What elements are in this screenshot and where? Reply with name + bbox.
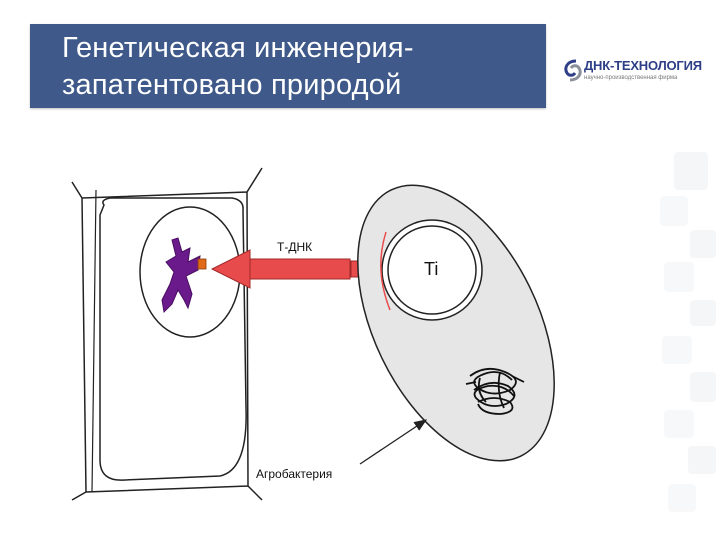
plant-cell-inner-membrane	[99, 197, 247, 481]
agrobacterium	[357, 184, 555, 462]
tdna-arc	[380, 231, 391, 311]
logo-subtitle: научно-производственная фирма	[584, 75, 678, 81]
bacterium-pointer-arrow	[359, 419, 428, 465]
agrobacterium-label: Агробактерия	[256, 467, 333, 481]
ti-plasmid-label: Ti	[424, 259, 439, 279]
background-decoration	[660, 152, 716, 512]
logo-name: ДНК-ТЕХНОЛОГИЯ	[584, 58, 702, 73]
company-logo: ДНК-ТЕХНОЛОГИЯ научно-производственная ф…	[562, 54, 712, 94]
plant-cell-outer-wall	[71, 167, 263, 501]
title-line-2: запатентовано природой	[62, 69, 402, 101]
ti-plasmid	[380, 219, 483, 321]
plant-cell-outer-left	[91, 189, 97, 493]
tdna-label: Т-ДНК	[277, 240, 313, 254]
title-banner: Генетическая инженерия- запатентовано пр…	[30, 24, 546, 108]
tdna-transfer-arrow	[210, 249, 351, 289]
title-line-1: Генетическая инженерия-	[62, 32, 414, 64]
bacterial-chromosome	[465, 367, 525, 415]
plant-cell	[71, 167, 263, 501]
chromosome	[161, 237, 207, 314]
logo-mark-icon	[564, 59, 582, 82]
